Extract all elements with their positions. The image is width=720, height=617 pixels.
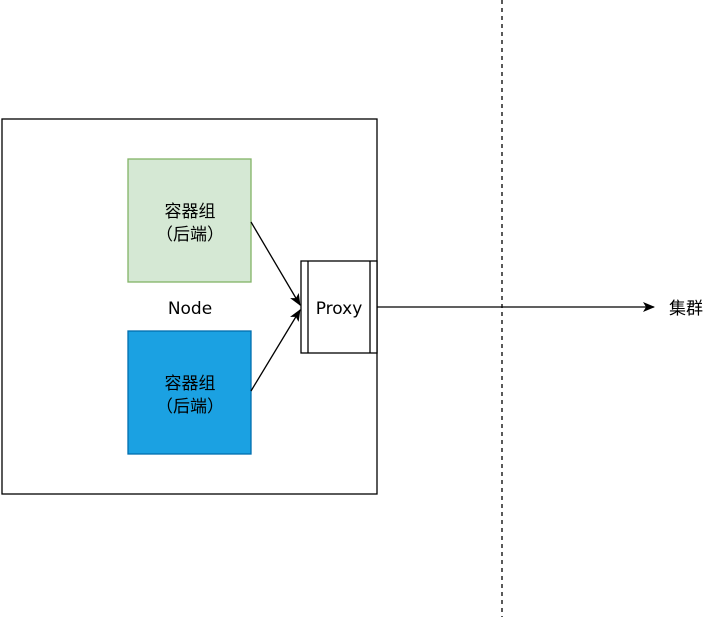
cluster-label: 集群 bbox=[669, 299, 703, 319]
proxy-box: Proxy bbox=[300, 260, 378, 354]
arrow-pod1-to-proxy bbox=[250, 221, 301, 306]
proxy-outline bbox=[300, 260, 378, 354]
arrow-pod2-to-proxy bbox=[250, 309, 301, 392]
pod-backend-1-subtitle: （后端） bbox=[156, 225, 224, 245]
proxy-label: Proxy bbox=[316, 299, 363, 319]
pod-backend-1-title: 容器组 bbox=[165, 202, 216, 222]
pod-backend-1: 容器组 （后端） bbox=[127, 158, 252, 283]
pod-backend-1-box bbox=[127, 158, 252, 283]
node-label: Node bbox=[168, 299, 212, 319]
pod-backend-2-subtitle: （后端） bbox=[156, 397, 224, 417]
pod-backend-2-title: 容器组 bbox=[165, 374, 216, 394]
pod-backend-2-box bbox=[127, 330, 252, 455]
pod-backend-2: 容器组 （后端） bbox=[127, 330, 252, 455]
